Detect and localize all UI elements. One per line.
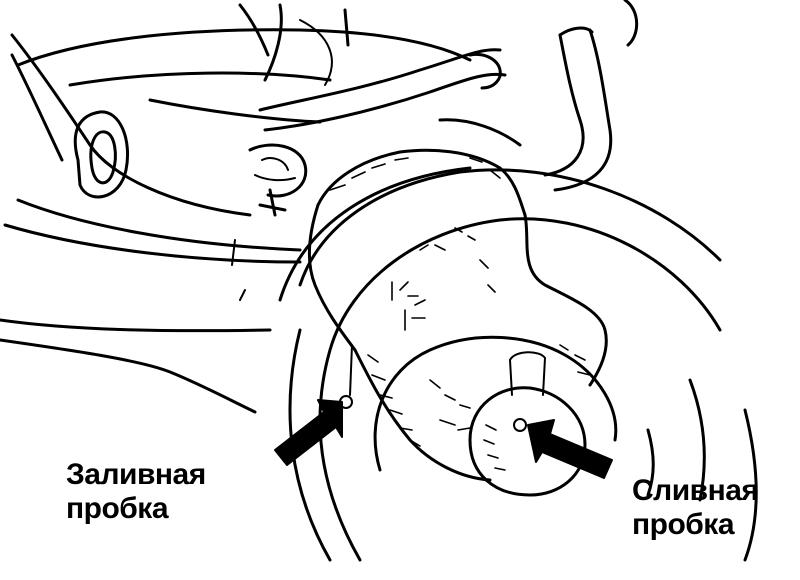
fill-plug-label-line2: пробка [66, 492, 168, 525]
drain-plug-label-line1: Сливная [632, 474, 759, 507]
car-body-outline [0, 33, 302, 414]
fill-plug-label-line1: Заливная [66, 458, 206, 491]
drive-flange [373, 335, 618, 497]
drain-plug-arrow [527, 419, 613, 479]
drain-plug-label-line2: пробка [632, 508, 735, 541]
fill-plug-marker [339, 344, 353, 409]
drain-plug-label: Сливная пробка [632, 474, 759, 542]
transaxle-housing [307, 148, 608, 482]
fill-plug-label: Заливная пробка [66, 458, 206, 526]
engine-bay-outline [16, 0, 639, 217]
fill-plug-arrow [274, 399, 343, 466]
headlight-outline [73, 110, 130, 199]
